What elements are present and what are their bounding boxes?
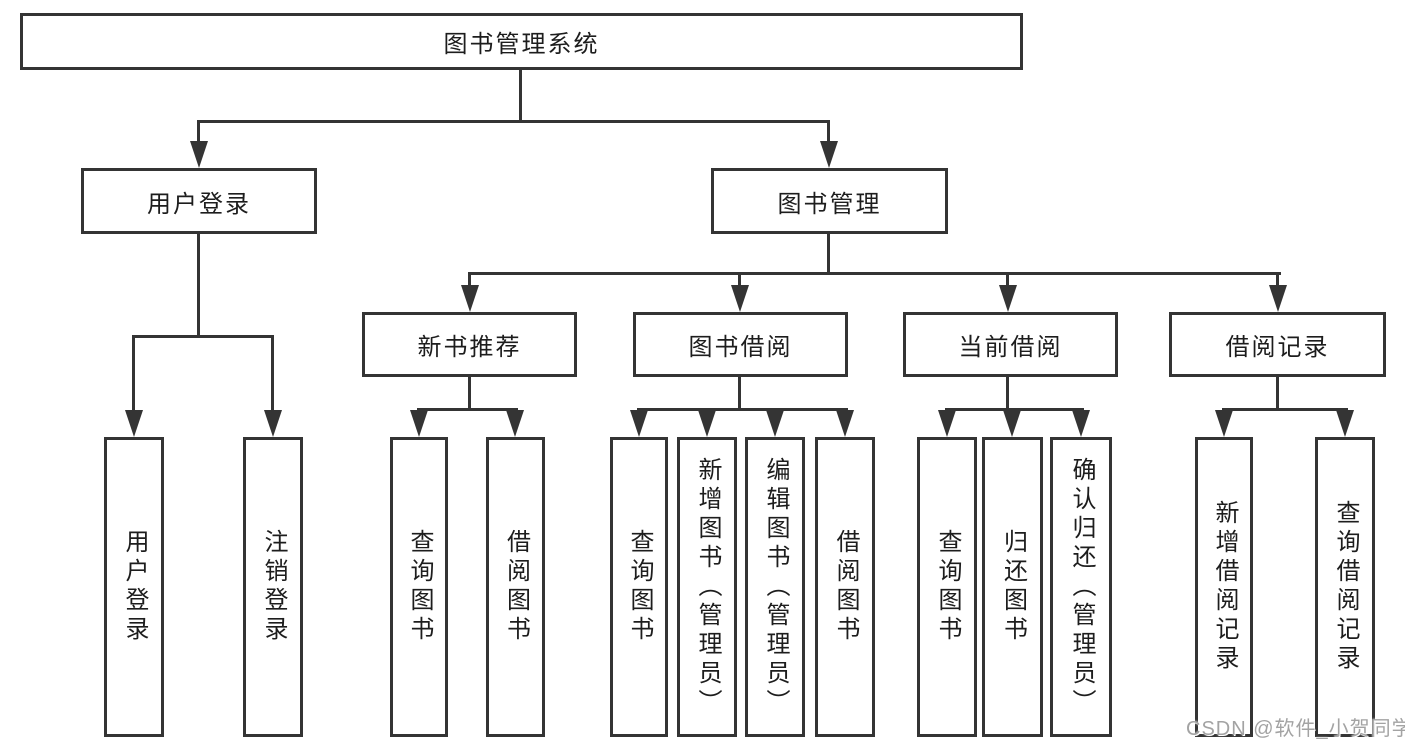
arrow-down-icon [1269, 285, 1287, 312]
arrow-down-icon [836, 410, 854, 437]
leaf-add-books-admin: 新增图书（管理员） [677, 437, 737, 737]
arrow-down-icon [630, 410, 648, 437]
node-label: 查询图书 [626, 529, 653, 645]
node-label: 新书推荐 [417, 334, 522, 361]
node-label: 确认归还（管理员） [1068, 456, 1095, 718]
node-current-borrowing: 当前借阅 [903, 312, 1118, 377]
connector [827, 120, 830, 144]
node-label: 新增借阅记录 [1211, 500, 1238, 674]
node-label: 用户登录 [121, 529, 148, 645]
arrow-down-icon [1072, 410, 1090, 437]
arrow-down-icon [1003, 410, 1021, 437]
leaf-edit-books-admin: 编辑图书（管理员） [745, 437, 805, 737]
arrow-down-icon [820, 141, 838, 168]
arrow-down-icon [1336, 410, 1354, 437]
node-label: 查询借阅记录 [1332, 500, 1359, 674]
node-label: 查询图书 [406, 529, 433, 645]
connector [1006, 272, 1009, 288]
arrow-down-icon [190, 141, 208, 168]
node-user-login: 用户登录 [81, 168, 317, 234]
node-label: 编辑图书（管理员） [762, 456, 789, 718]
connector [197, 120, 200, 144]
arrow-down-icon [698, 410, 716, 437]
arrow-down-icon [938, 410, 956, 437]
arrow-down-icon [999, 285, 1017, 312]
node-label: 注销登录 [260, 529, 287, 645]
arrow-down-icon [766, 410, 784, 437]
node-label: 用户登录 [147, 190, 251, 218]
node-label: 查询图书 [934, 529, 961, 645]
arrow-down-icon [125, 410, 143, 437]
connector [132, 335, 274, 338]
leaf-query-books: 查询图书 [610, 437, 668, 737]
connector [468, 272, 1281, 275]
connector [468, 272, 471, 288]
node-label: 图书管理系统 [443, 31, 600, 58]
connector [519, 70, 522, 122]
leaf-confirm-return-admin: 确认归还（管理员） [1050, 437, 1112, 737]
node-label: 当前借阅 [958, 334, 1063, 361]
leaf-borrow-books: 借阅图书 [486, 437, 545, 737]
connector [827, 234, 830, 275]
leaf-add-borrow-record: 新增借阅记录 [1195, 437, 1253, 737]
connector [132, 335, 135, 412]
node-new-book-recommend: 新书推荐 [362, 312, 577, 377]
connector [637, 408, 848, 411]
leaf-query-books: 查询图书 [917, 437, 977, 737]
connector [738, 377, 741, 411]
watermark: CSDN @软件_小贺同学 [1186, 718, 1405, 740]
arrow-down-icon [506, 410, 524, 437]
node-book-management: 图书管理 [711, 168, 948, 234]
leaf-query-borrow-record: 查询借阅记录 [1315, 437, 1375, 737]
connector [468, 377, 471, 411]
node-label: 借阅图书 [502, 529, 530, 645]
node-label: 图书借阅 [688, 334, 793, 361]
node-book-borrowing: 图书借阅 [633, 312, 848, 377]
leaf-logout: 注销登录 [243, 437, 303, 737]
node-label: 图书管理 [777, 190, 882, 218]
leaf-query-books: 查询图书 [390, 437, 448, 737]
arrow-down-icon [731, 285, 749, 312]
connector [197, 234, 200, 338]
node-borrowing-records: 借阅记录 [1169, 312, 1386, 377]
leaf-user-login: 用户登录 [104, 437, 164, 737]
node-label: 借阅图书 [832, 529, 859, 645]
node-label: 新增图书（管理员） [694, 456, 721, 718]
connector [1276, 272, 1279, 288]
connector [945, 408, 1084, 411]
connector [738, 272, 741, 288]
node-library-system: 图书管理系统 [20, 13, 1023, 70]
leaf-borrow-books: 借阅图书 [815, 437, 875, 737]
leaf-return-books: 归还图书 [982, 437, 1043, 737]
arrow-down-icon [461, 285, 479, 312]
connector [1006, 377, 1009, 411]
arrow-down-icon [410, 410, 428, 437]
node-label: 借阅记录 [1225, 334, 1330, 361]
connector [271, 335, 274, 412]
node-label: 归还图书 [999, 529, 1027, 645]
connector [1276, 377, 1279, 411]
connector [1222, 408, 1348, 411]
arrow-down-icon [264, 410, 282, 437]
connector [417, 408, 518, 411]
connector [197, 120, 830, 123]
arrow-down-icon [1215, 410, 1233, 437]
